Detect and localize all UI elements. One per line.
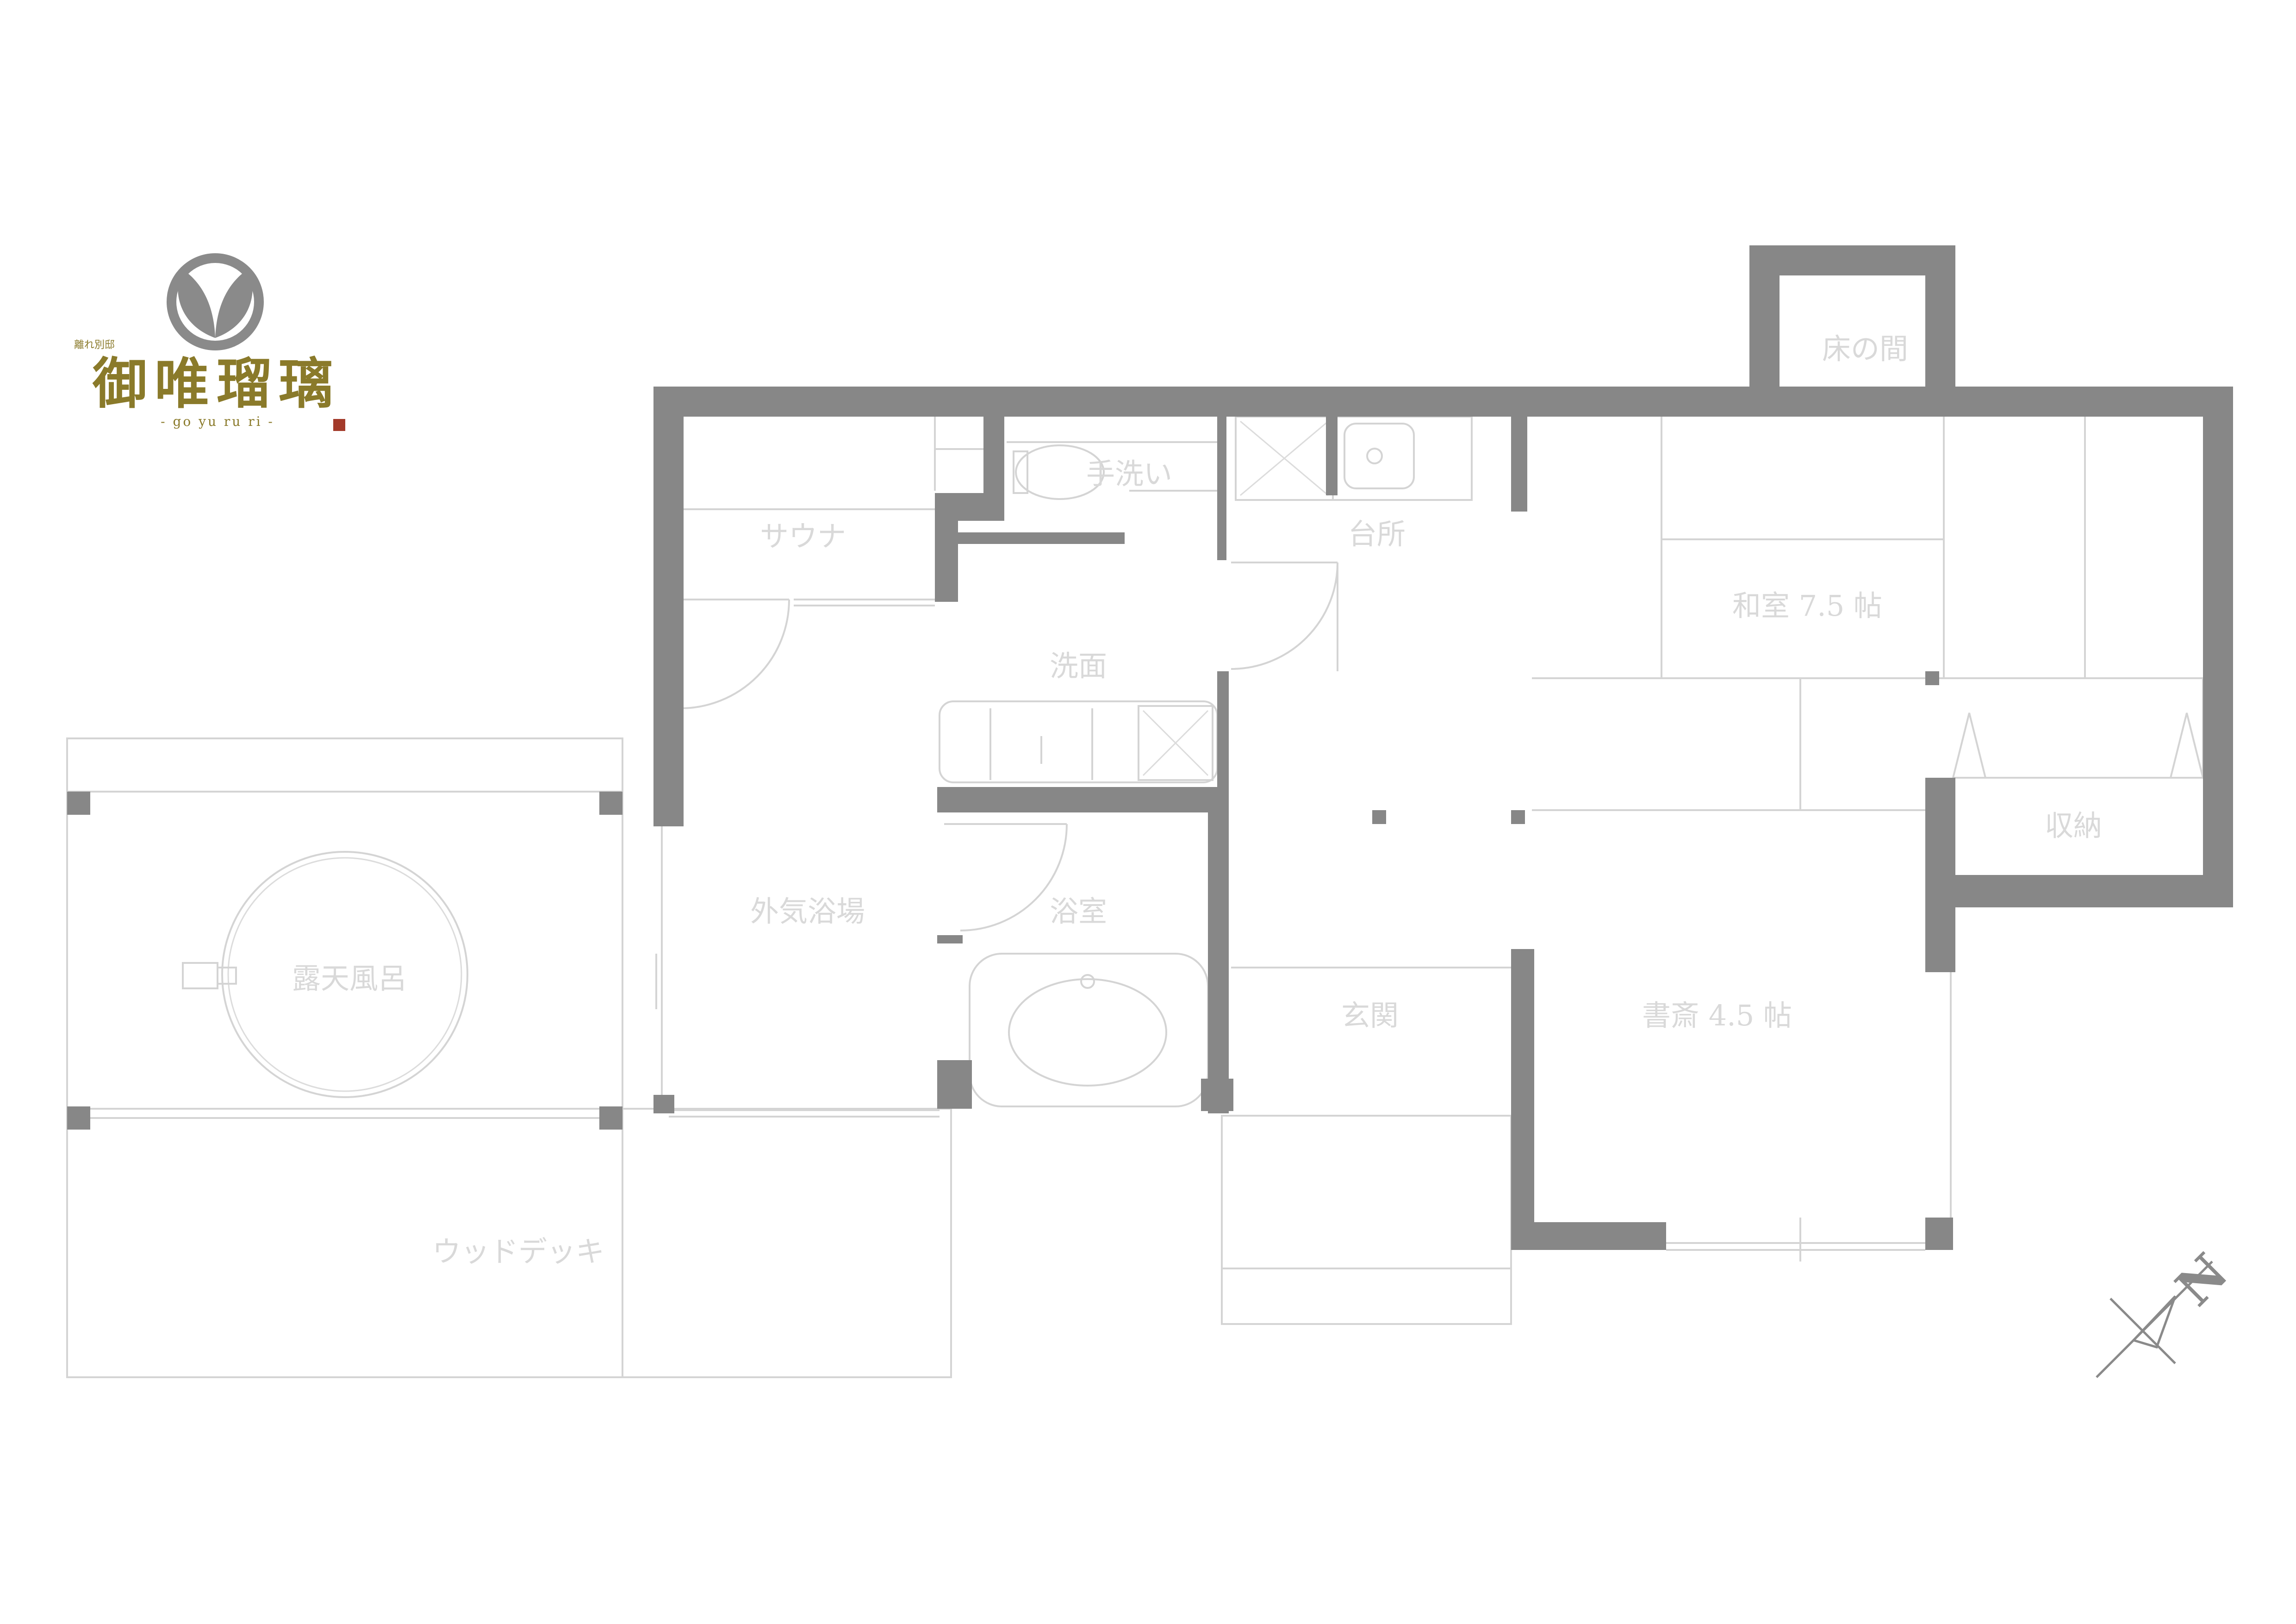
walls (67, 245, 2233, 1250)
fixture-lines (66, 416, 2204, 1378)
label-wood-deck: ウッドデッキ (432, 1235, 604, 1268)
label-tokonoma: 床の間 (1822, 332, 1908, 366)
compass-north-label: N (2165, 1242, 2240, 1317)
label-roten-buro: 露天風呂 (292, 962, 407, 995)
label-washitsu: 和室 7.5 帖 (1732, 589, 1882, 623)
room-labels: 床の間 手洗い サウナ 台所 和室 7.5 帖 洗面 収納 外気浴場 浴室 露天… (292, 332, 2102, 1268)
logo-seal-icon (333, 419, 345, 431)
label-daidokoro: 台所 (1348, 517, 1406, 551)
logo-tagline: 離れ別邸 (74, 339, 115, 351)
label-sauna: サウナ (760, 519, 846, 553)
north-arrow-icon: N (2096, 1242, 2240, 1378)
label-genkan: 玄関 (1341, 999, 1399, 1032)
label-shuno: 収納 (2045, 809, 2102, 843)
logo: 離れ別邸 御唯瑠璃 - go yu ru ri - (74, 253, 345, 431)
label-shosai: 書斎 4.5 帖 (1642, 999, 1792, 1032)
leaf-crest-icon (167, 253, 264, 350)
label-gaiki-yokujo: 外気浴場 (750, 894, 865, 928)
label-yokushitsu: 浴室 (1050, 894, 1107, 928)
logo-brand-name: 御唯瑠璃 (92, 351, 341, 416)
label-senmen: 洗面 (1050, 649, 1107, 683)
logo-romanization: - go yu ru ri - (161, 414, 274, 429)
label-tearai: 手洗い (1086, 457, 1172, 491)
